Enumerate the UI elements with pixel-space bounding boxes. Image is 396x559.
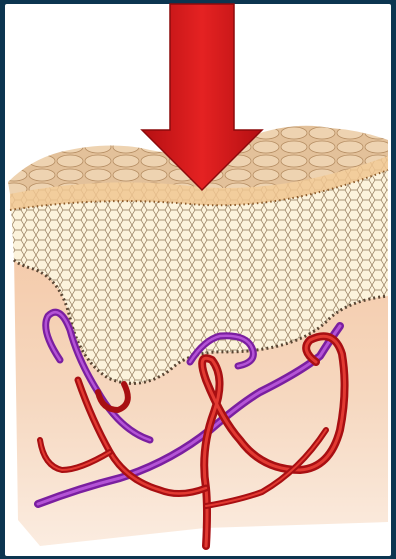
skin-cross-section: [0, 0, 396, 559]
diagram-stage: [0, 0, 396, 559]
